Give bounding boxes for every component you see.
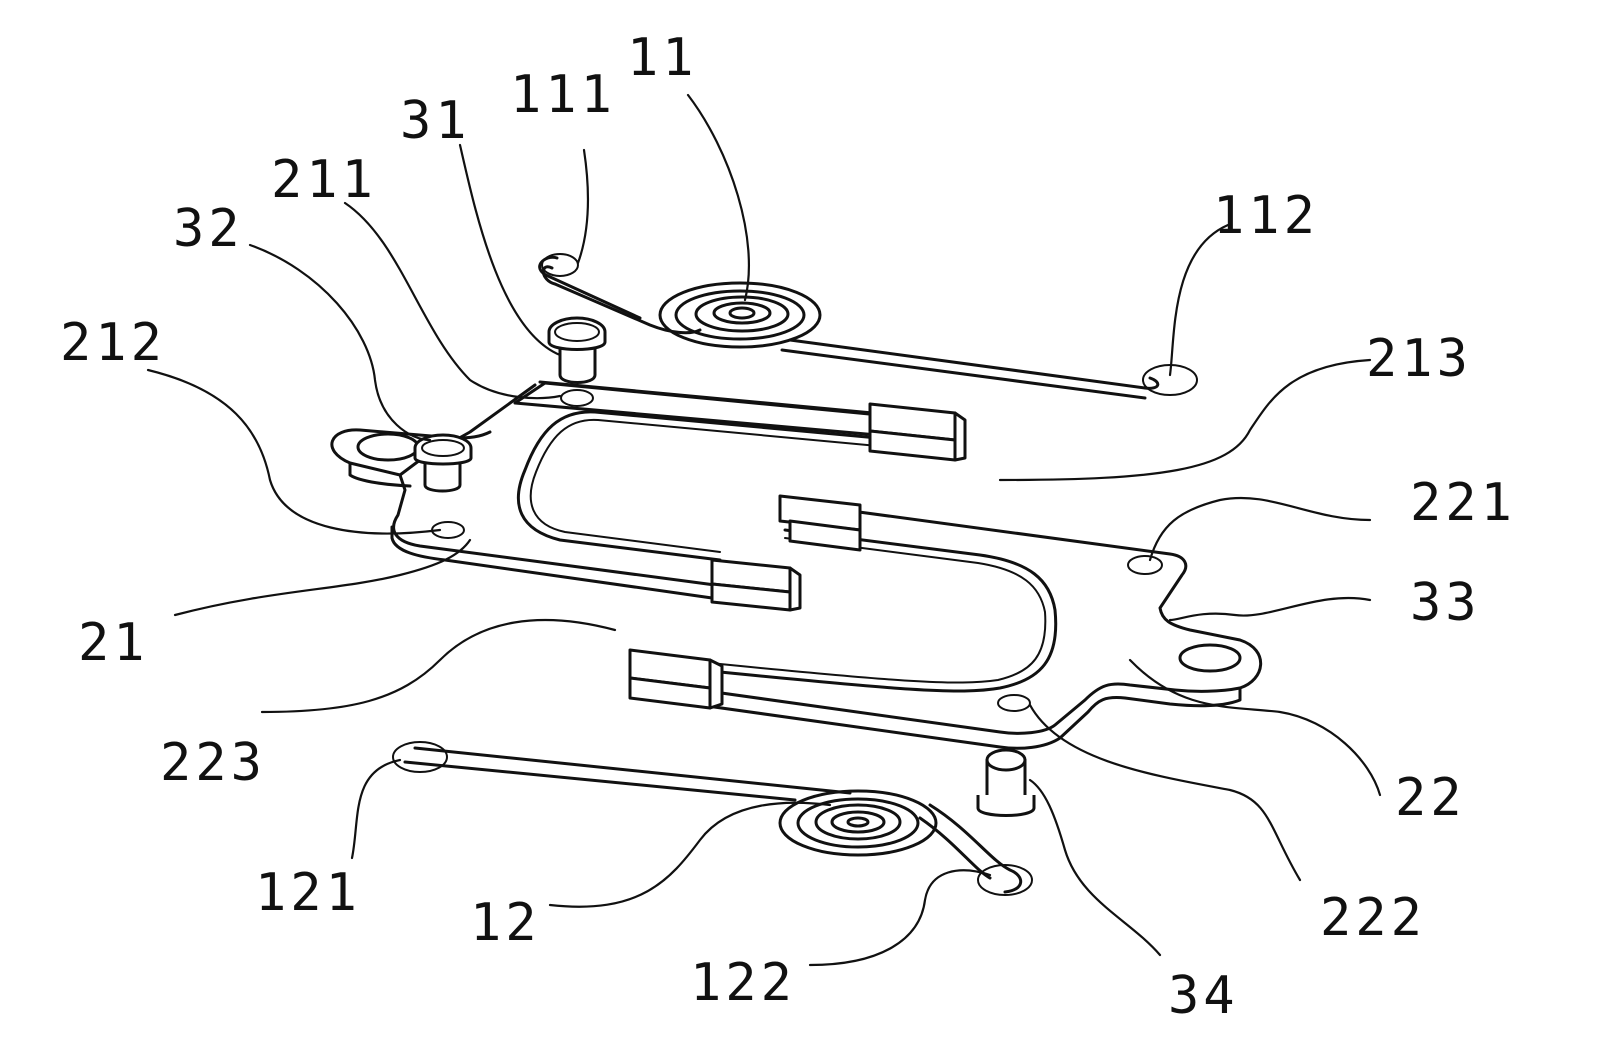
upper-spiral-spring [540, 254, 1197, 398]
label-223: 223 [160, 733, 266, 793]
label-33: 33 [1410, 573, 1481, 633]
lower-frame-22 [700, 502, 1261, 748]
upper-frame-21 [332, 382, 905, 598]
pin-32 [415, 435, 471, 491]
lower-spiral-spring [393, 742, 1032, 895]
label-111: 111 [510, 65, 616, 125]
clip-lower-left [630, 650, 722, 708]
clip-upper-left [712, 560, 800, 610]
label-122: 122 [690, 953, 796, 1013]
clip-upper-right [870, 404, 965, 460]
pin-31 [549, 318, 605, 383]
clip-lower-right [780, 496, 860, 550]
pin-34 [978, 750, 1034, 816]
label-222: 222 [1320, 888, 1426, 948]
label-211: 211 [271, 150, 377, 210]
label-11: 11 [627, 28, 698, 88]
label-221: 221 [1410, 473, 1516, 533]
label-32: 32 [173, 199, 244, 259]
label-34: 34 [1168, 966, 1239, 1026]
label-22: 22 [1395, 768, 1466, 828]
label-31: 31 [400, 91, 471, 151]
label-112: 112 [1213, 186, 1319, 246]
label-212: 212 [60, 313, 166, 373]
label-21: 21 [78, 613, 149, 673]
label-12: 12 [470, 893, 541, 953]
label-213: 213 [1366, 329, 1472, 389]
leader-lines [148, 95, 1380, 965]
label-121: 121 [255, 863, 361, 923]
